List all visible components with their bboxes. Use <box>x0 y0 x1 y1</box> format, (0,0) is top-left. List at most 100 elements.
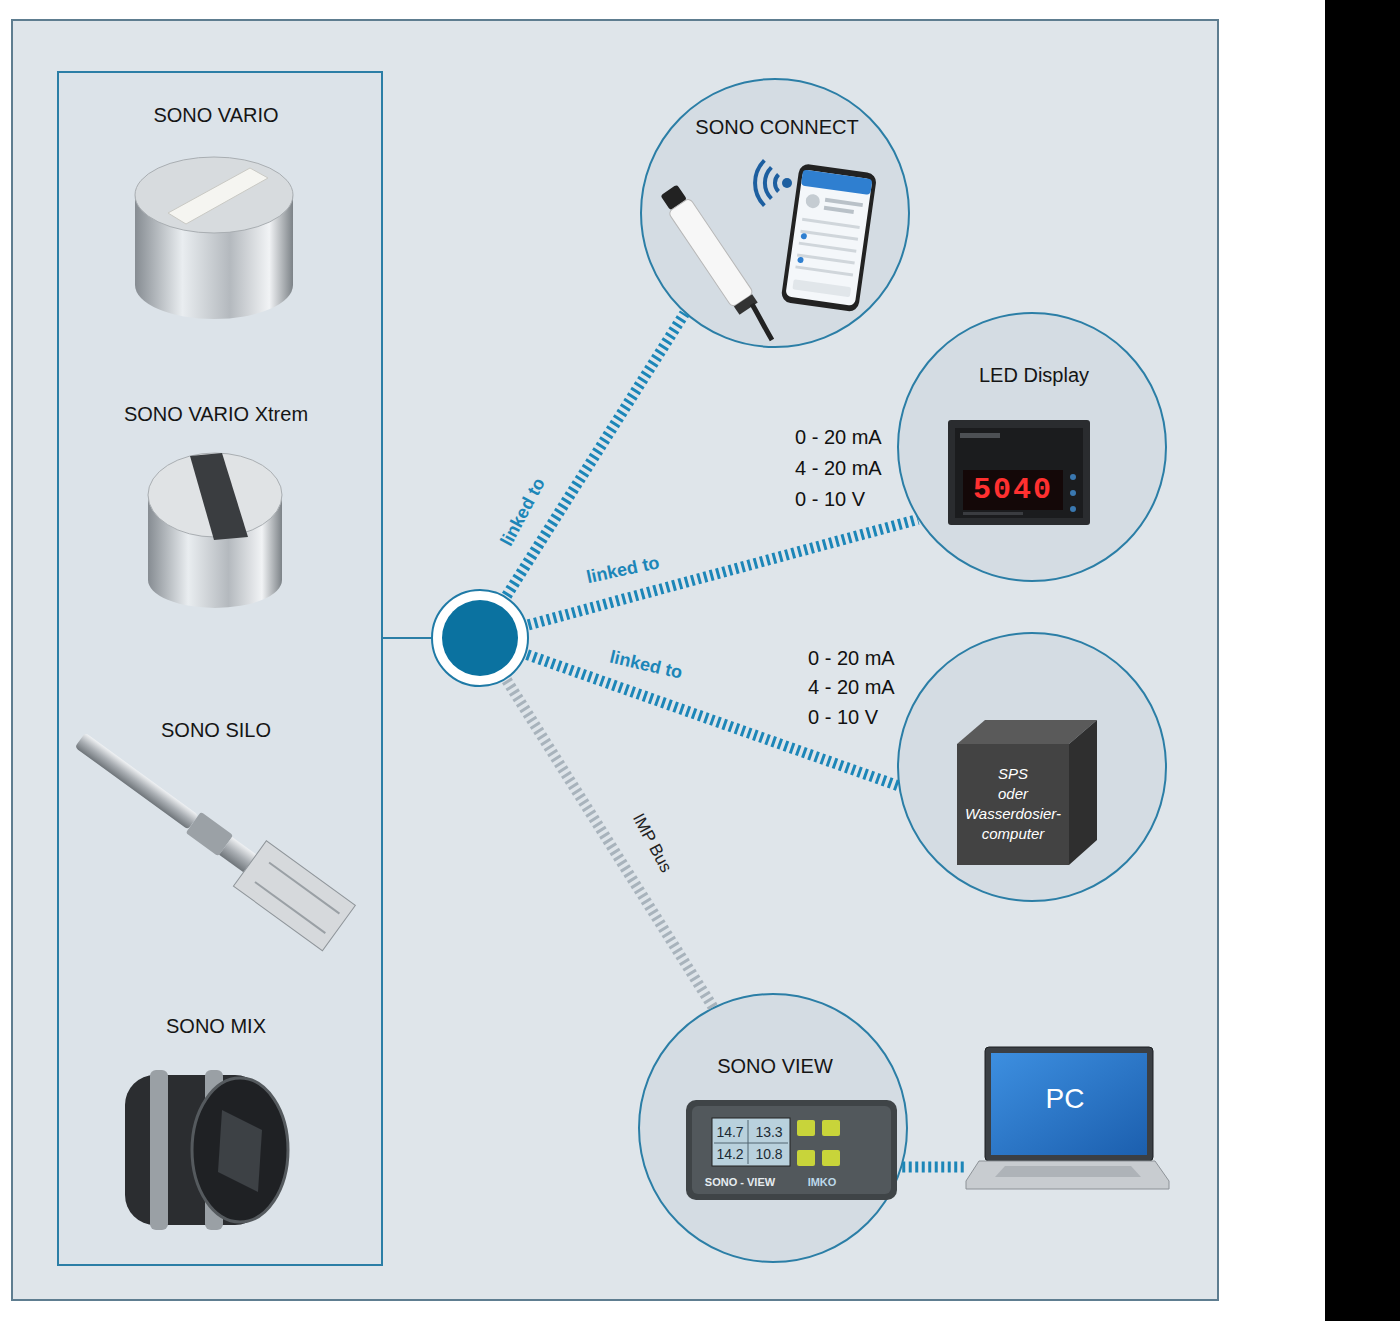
sono-connect-sensor <box>752 304 772 340</box>
connector <box>383 638 713 1007</box>
sono-vario-xtrem-probe <box>148 453 282 608</box>
connector-line <box>383 637 480 639</box>
smartphone <box>797 254 855 265</box>
product-panel: SONO VARIOSONO VARIO XtremSONO SILOSONO … <box>57 71 383 1266</box>
sono-vario-xtrem-probe <box>190 453 248 540</box>
edge-label: IMP Bus <box>628 810 675 876</box>
device-brand: SONO - VIEW <box>705 1176 775 1189</box>
display-reading: 13.3 <box>755 1124 782 1140</box>
smartphone <box>781 163 878 312</box>
wifi-symbol <box>765 167 771 198</box>
led-display-device <box>963 512 1023 515</box>
smartphone <box>802 218 860 229</box>
frame-panel <box>12 20 1218 1300</box>
signal-range: 0 - 10 V <box>795 488 865 511</box>
led-display-device <box>1070 490 1076 496</box>
device-circle: SONO CONNECT <box>640 78 910 348</box>
sono-mix-probe <box>125 1075 265 1225</box>
sono-view-device <box>686 1100 897 1200</box>
sono-silo-probe <box>233 841 355 951</box>
display-reading: 5040 <box>973 473 1053 508</box>
device-circle: SPS oder Wasserdosier- computer <box>897 632 1167 902</box>
sono-vario-probe <box>135 157 293 319</box>
connector-line <box>383 637 480 639</box>
wifi-symbol <box>782 178 792 188</box>
device-heading: SONO VIEW <box>717 1055 833 1078</box>
smartphone <box>781 163 878 312</box>
smartphone <box>800 230 858 241</box>
pc-laptop-shape <box>985 1047 1153 1161</box>
sono-view-device <box>686 1100 897 1200</box>
device-circle: LED Display <box>897 312 1167 582</box>
pc-laptop-shape <box>995 1166 1141 1177</box>
connector-dashed <box>528 519 918 625</box>
connector-dashed <box>507 680 713 1007</box>
connector <box>383 519 918 638</box>
smartphone <box>825 198 863 207</box>
edge-label: linked to <box>585 552 662 588</box>
pc-laptop-shape <box>966 1161 1169 1189</box>
sono-mix-probe <box>150 1070 168 1230</box>
sono-connect-sensor <box>658 183 772 340</box>
smartphone <box>799 242 857 253</box>
sono-vario-probe <box>135 157 293 233</box>
led-display-device <box>960 433 1000 438</box>
sono-silo-probe <box>186 812 234 857</box>
wifi-symbol <box>755 160 792 205</box>
product-name: SONO MIX <box>166 1015 266 1038</box>
smartphone <box>824 206 854 214</box>
smartphone <box>785 169 872 305</box>
sono-connect-sensor <box>668 198 754 308</box>
product-name: SONO VARIO Xtrem <box>124 403 308 426</box>
sono-view-device <box>748 1120 749 1164</box>
smartphone <box>792 279 851 297</box>
sono-connect-sensor <box>660 184 687 210</box>
hub-node <box>432 590 528 686</box>
signal-range: 0 - 20 mA <box>808 647 895 670</box>
display-reading: 14.7 <box>716 1124 743 1140</box>
sono-view-device <box>822 1150 840 1166</box>
display-reading: 10.8 <box>755 1146 782 1162</box>
connector-dashed <box>527 655 898 786</box>
controller-text: SPS oder Wasserdosier- computer <box>961 764 1065 844</box>
sono-view-device <box>797 1150 815 1166</box>
sono-vario-xtrem-probe <box>148 495 282 608</box>
sono-vario-probe <box>168 168 268 224</box>
connector-dashed <box>902 1162 965 1173</box>
pc-laptop-shape <box>965 1047 1170 1190</box>
device-heading: SONO CONNECT <box>695 116 858 139</box>
sono-silo-probe <box>219 837 256 872</box>
signal-range: 0 - 10 V <box>808 706 878 729</box>
product-name: SONO VARIO <box>153 104 278 127</box>
sono-connect-sensor <box>658 183 760 316</box>
sono-view-device <box>712 1118 790 1166</box>
connector <box>383 313 685 638</box>
sono-silo-probe <box>64 717 356 950</box>
hub-node <box>442 600 518 676</box>
led-display-device <box>955 428 1083 518</box>
controller-box-shape <box>1069 720 1097 865</box>
connector <box>902 1167 965 1168</box>
smartphone <box>797 257 804 264</box>
controller-box: SPS oder Wasserdosier- computer <box>957 720 1097 865</box>
signal-range: 4 - 20 mA <box>808 676 895 699</box>
led-display-device <box>963 470 1063 510</box>
led-display-device <box>1070 506 1076 512</box>
sono-vario-probe <box>135 195 293 319</box>
wifi-symbol <box>755 160 764 205</box>
signal-range: 0 - 20 mA <box>795 426 882 449</box>
sono-silo-probe <box>255 882 325 933</box>
pc-laptop-shape <box>991 1053 1147 1155</box>
connector-line <box>383 637 480 639</box>
sono-connect-sensor <box>734 294 758 315</box>
sono-view-device <box>692 1106 891 1194</box>
edge-label: linked to <box>608 647 685 684</box>
controller-box-shape <box>957 744 1069 865</box>
pc-laptop: PC <box>965 1047 1170 1190</box>
display-reading: 14.2 <box>716 1146 743 1162</box>
sono-silo-probe <box>269 863 339 914</box>
connector <box>383 638 898 786</box>
